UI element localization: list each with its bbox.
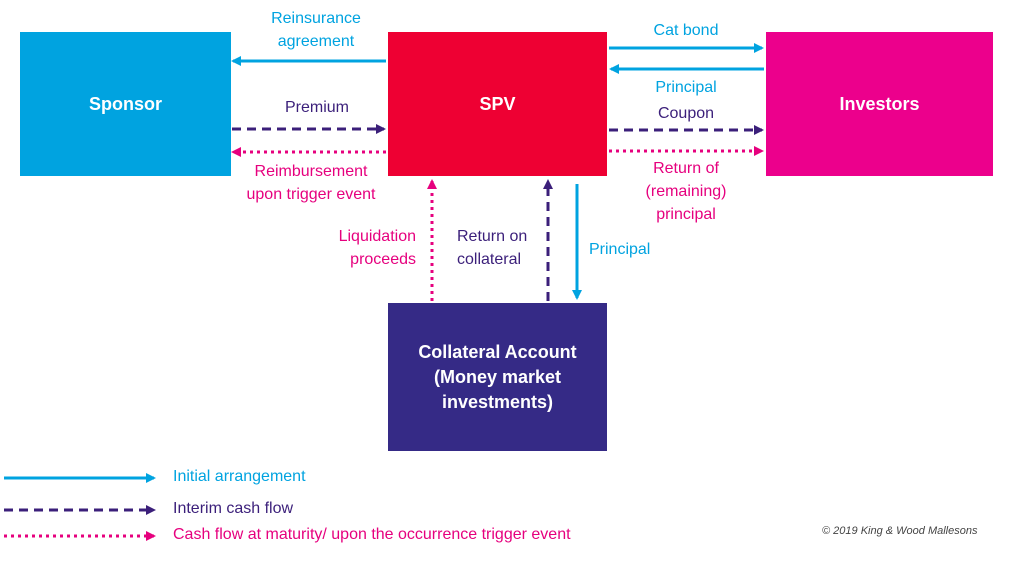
sponsor-label: Sponsor [88, 93, 162, 114]
copyright-notice: © 2019 King & Wood Mallesons [822, 525, 978, 537]
label-principal-top: Principal [655, 79, 717, 96]
label-reinsurance-agreement: Reinsurance agreement [271, 10, 361, 50]
label-liquidation-proceeds: Liquidation proceeds [338, 228, 416, 268]
collateral-account-box: Collateral Account (Money market investm… [388, 303, 607, 451]
spv-label: SPV [479, 93, 516, 114]
sponsor-box: Sponsor [20, 32, 231, 176]
label-return-on-collateral: Return on collateral [457, 228, 528, 268]
label-return-of-principal: Return of (remaining) principal [645, 160, 727, 223]
investors-label: Investors [839, 93, 920, 114]
legend-interim-cash-flow: Interim cash flow [173, 500, 294, 517]
label-premium: Premium [284, 99, 349, 116]
collateral-account-label: Collateral Account (Money market investm… [418, 341, 577, 412]
label-coupon: Coupon [657, 105, 715, 122]
label-principal-down: Principal [589, 241, 651, 258]
investors-box: Investors [766, 32, 993, 176]
legend-initial-arrangement: Initial arrangement [173, 468, 306, 485]
label-reimbursement: Reimbursement upon trigger event [246, 163, 376, 203]
legend-maturity-cash-flow: Cash flow at maturity/ upon the occurren… [173, 526, 571, 543]
spv-box: SPV [388, 32, 607, 176]
label-cat-bond: Cat bond [653, 22, 719, 39]
